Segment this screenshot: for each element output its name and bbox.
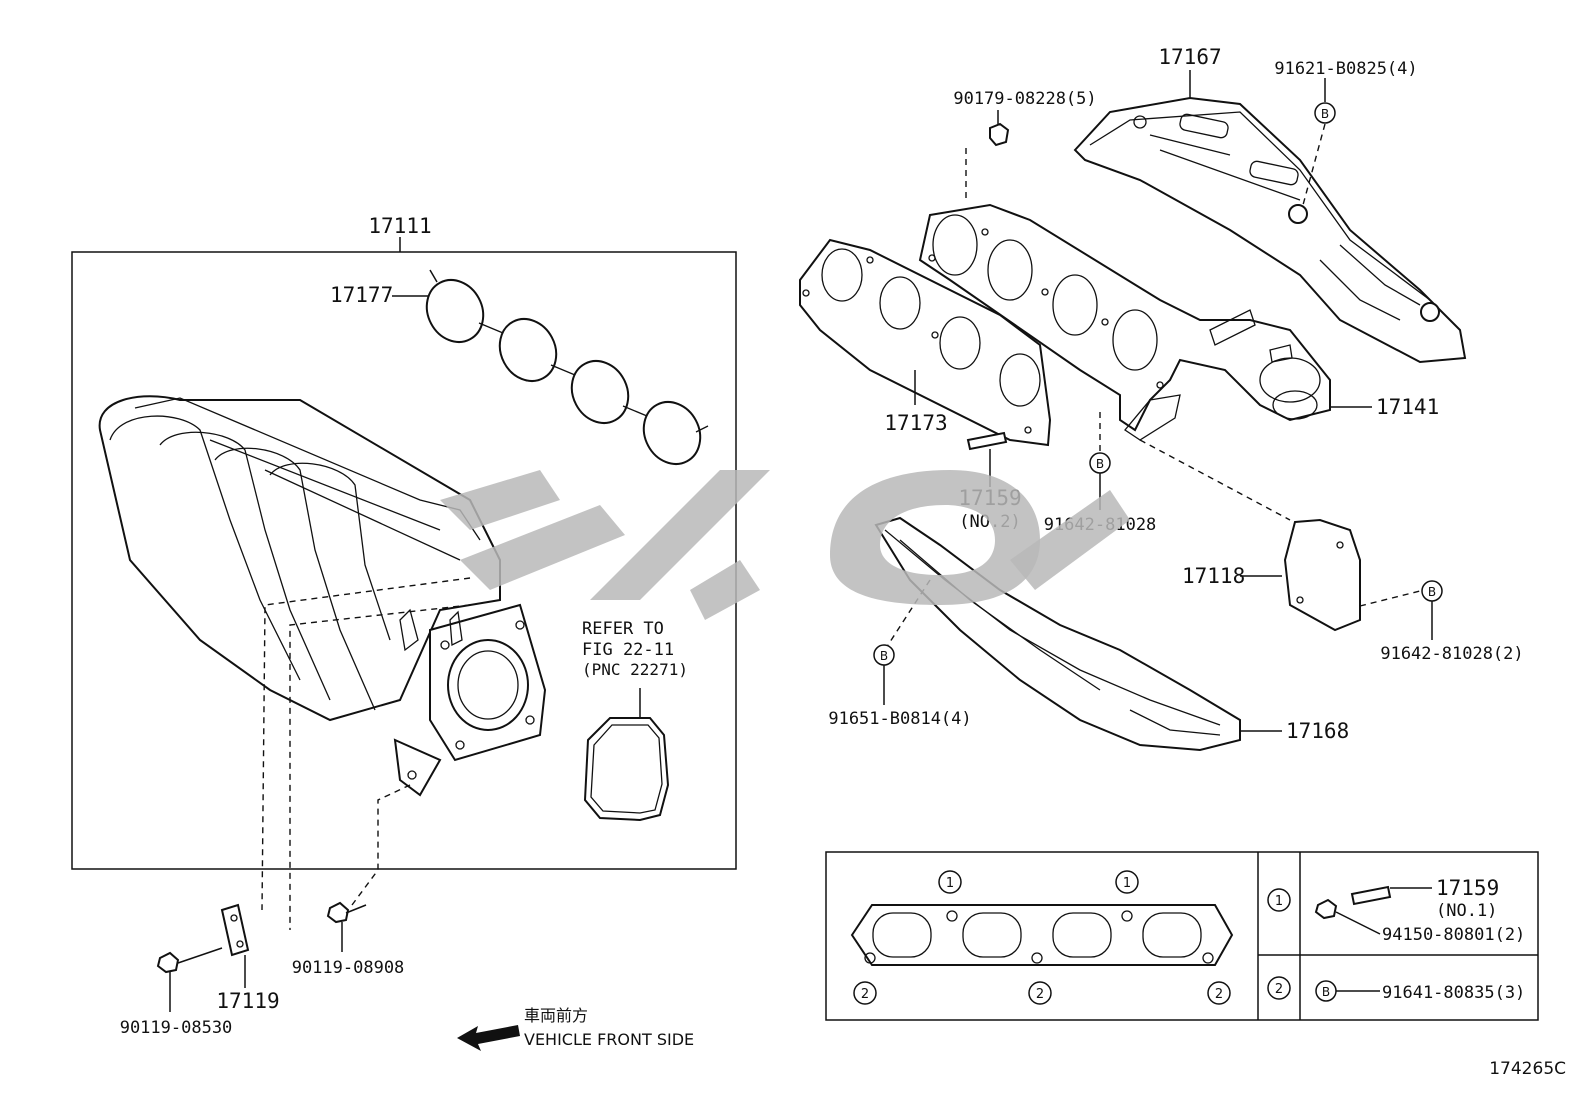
nut-94150-icon — [1314, 898, 1338, 920]
exhaust-gasket-17173: 17173 — [799, 238, 1052, 447]
intake-manifold-body — [98, 395, 547, 797]
heat-insulator-17167: 17167 — [1073, 45, 1467, 364]
nut-90179-08228: 90179-08228(5) — [953, 89, 1097, 198]
legend-row2-part: 91641-80835(3) — [1382, 983, 1525, 1003]
callout-2 — [1028, 981, 1052, 1005]
diagram-id: 174265C — [1489, 1059, 1566, 1079]
label-17118: 17118 — [1182, 564, 1245, 588]
exhaust-manifold-17141: 17141 — [918, 203, 1439, 441]
legend-row-2: 2 B 91641-80835(3) — [1267, 976, 1525, 1003]
svg-text:B: B — [1096, 457, 1104, 471]
exhaust-group: 17167 91621-B0825(4) B 90179-08228(5) — [799, 45, 1524, 752]
front-arrow-icon — [457, 1025, 520, 1051]
svg-text:B: B — [1321, 107, 1329, 121]
label-17173: 17173 — [884, 411, 947, 435]
svg-text:2: 2 — [861, 987, 869, 1002]
stud-17159-no1 — [1350, 885, 1392, 906]
legend-row1-part: 17159 — [1436, 876, 1499, 900]
refer-line2: FIG 22-11 — [582, 640, 674, 660]
label-17119: 17119 — [216, 989, 279, 1013]
intake-gasket-17177: 17177 — [330, 269, 709, 465]
svg-text:1: 1 — [946, 876, 954, 891]
label-91651: 91651-B0814(4) — [828, 709, 971, 729]
throttle-gasket — [583, 688, 670, 822]
callout-1 — [938, 870, 962, 894]
label-17177: 17177 — [330, 283, 393, 307]
refer-line3: (PNC 22271) — [582, 660, 688, 679]
label-91621: 91621-B0825(4) — [1274, 59, 1417, 79]
label-90119-08908: 90119-08908 — [292, 958, 405, 978]
legend-row-1: 1 17159 (NO.1) 94150-80801(2) — [1267, 876, 1525, 945]
label-17167: 17167 — [1158, 45, 1221, 69]
legend-row2-b: B — [1322, 985, 1330, 999]
heat-insulator-17168: 17168 B 91651-B0814(4) — [828, 516, 1349, 752]
front-label-jp: 車両前方 — [524, 1006, 588, 1025]
gasket-detail-drawing: 1 1 2 2 2 — [850, 870, 1234, 1005]
callout-1 — [1115, 870, 1139, 894]
label-17111: 17111 — [368, 214, 431, 238]
label-91642b: 91642-81028(2) — [1380, 644, 1523, 664]
intake-manifold-group: 17111 17177 — [71, 214, 737, 1051]
legend-row1-sub: (NO.1) — [1436, 901, 1497, 921]
svg-text:B: B — [880, 649, 888, 663]
legend-row1-nut: 94150-80801(2) — [1382, 925, 1525, 945]
svg-text:2: 2 — [1036, 987, 1044, 1002]
bolt-90119-08908: 90119-08908 — [292, 901, 405, 978]
front-label-en: VEHICLE FRONT SIDE — [524, 1030, 694, 1049]
stay-17118: 17118 B 91642-81028(2) — [1139, 439, 1524, 664]
svg-text:B: B — [1428, 585, 1436, 599]
gasket-detail-table: 1 1 2 2 2 1 17159 (NO.1) 94150-80801(2) … — [825, 851, 1539, 1021]
label-90119-08530: 90119-08530 — [120, 1018, 233, 1038]
callout-2 — [853, 981, 877, 1005]
svg-text:2: 2 — [1215, 987, 1223, 1002]
label-17141: 17141 — [1376, 395, 1439, 419]
watermark-logo — [440, 470, 1130, 620]
bolt-90119-08530: 90119-08530 — [120, 947, 233, 1038]
refer-line1: REFER TO — [582, 619, 664, 639]
label-90179: 90179-08228(5) — [953, 89, 1096, 109]
legend-row1-key: 1 — [1275, 894, 1283, 909]
vehicle-front-arrow: 車両前方 VEHICLE FRONT SIDE — [457, 1006, 694, 1051]
label-17168: 17168 — [1286, 719, 1349, 743]
intake-frame — [71, 251, 737, 870]
legend-row2-key: 2 — [1275, 982, 1283, 997]
bracket-17119: 17119 — [216, 903, 280, 1013]
callout-b — [1314, 102, 1336, 124]
svg-text:1: 1 — [1123, 876, 1131, 891]
callout-2 — [1207, 981, 1231, 1005]
